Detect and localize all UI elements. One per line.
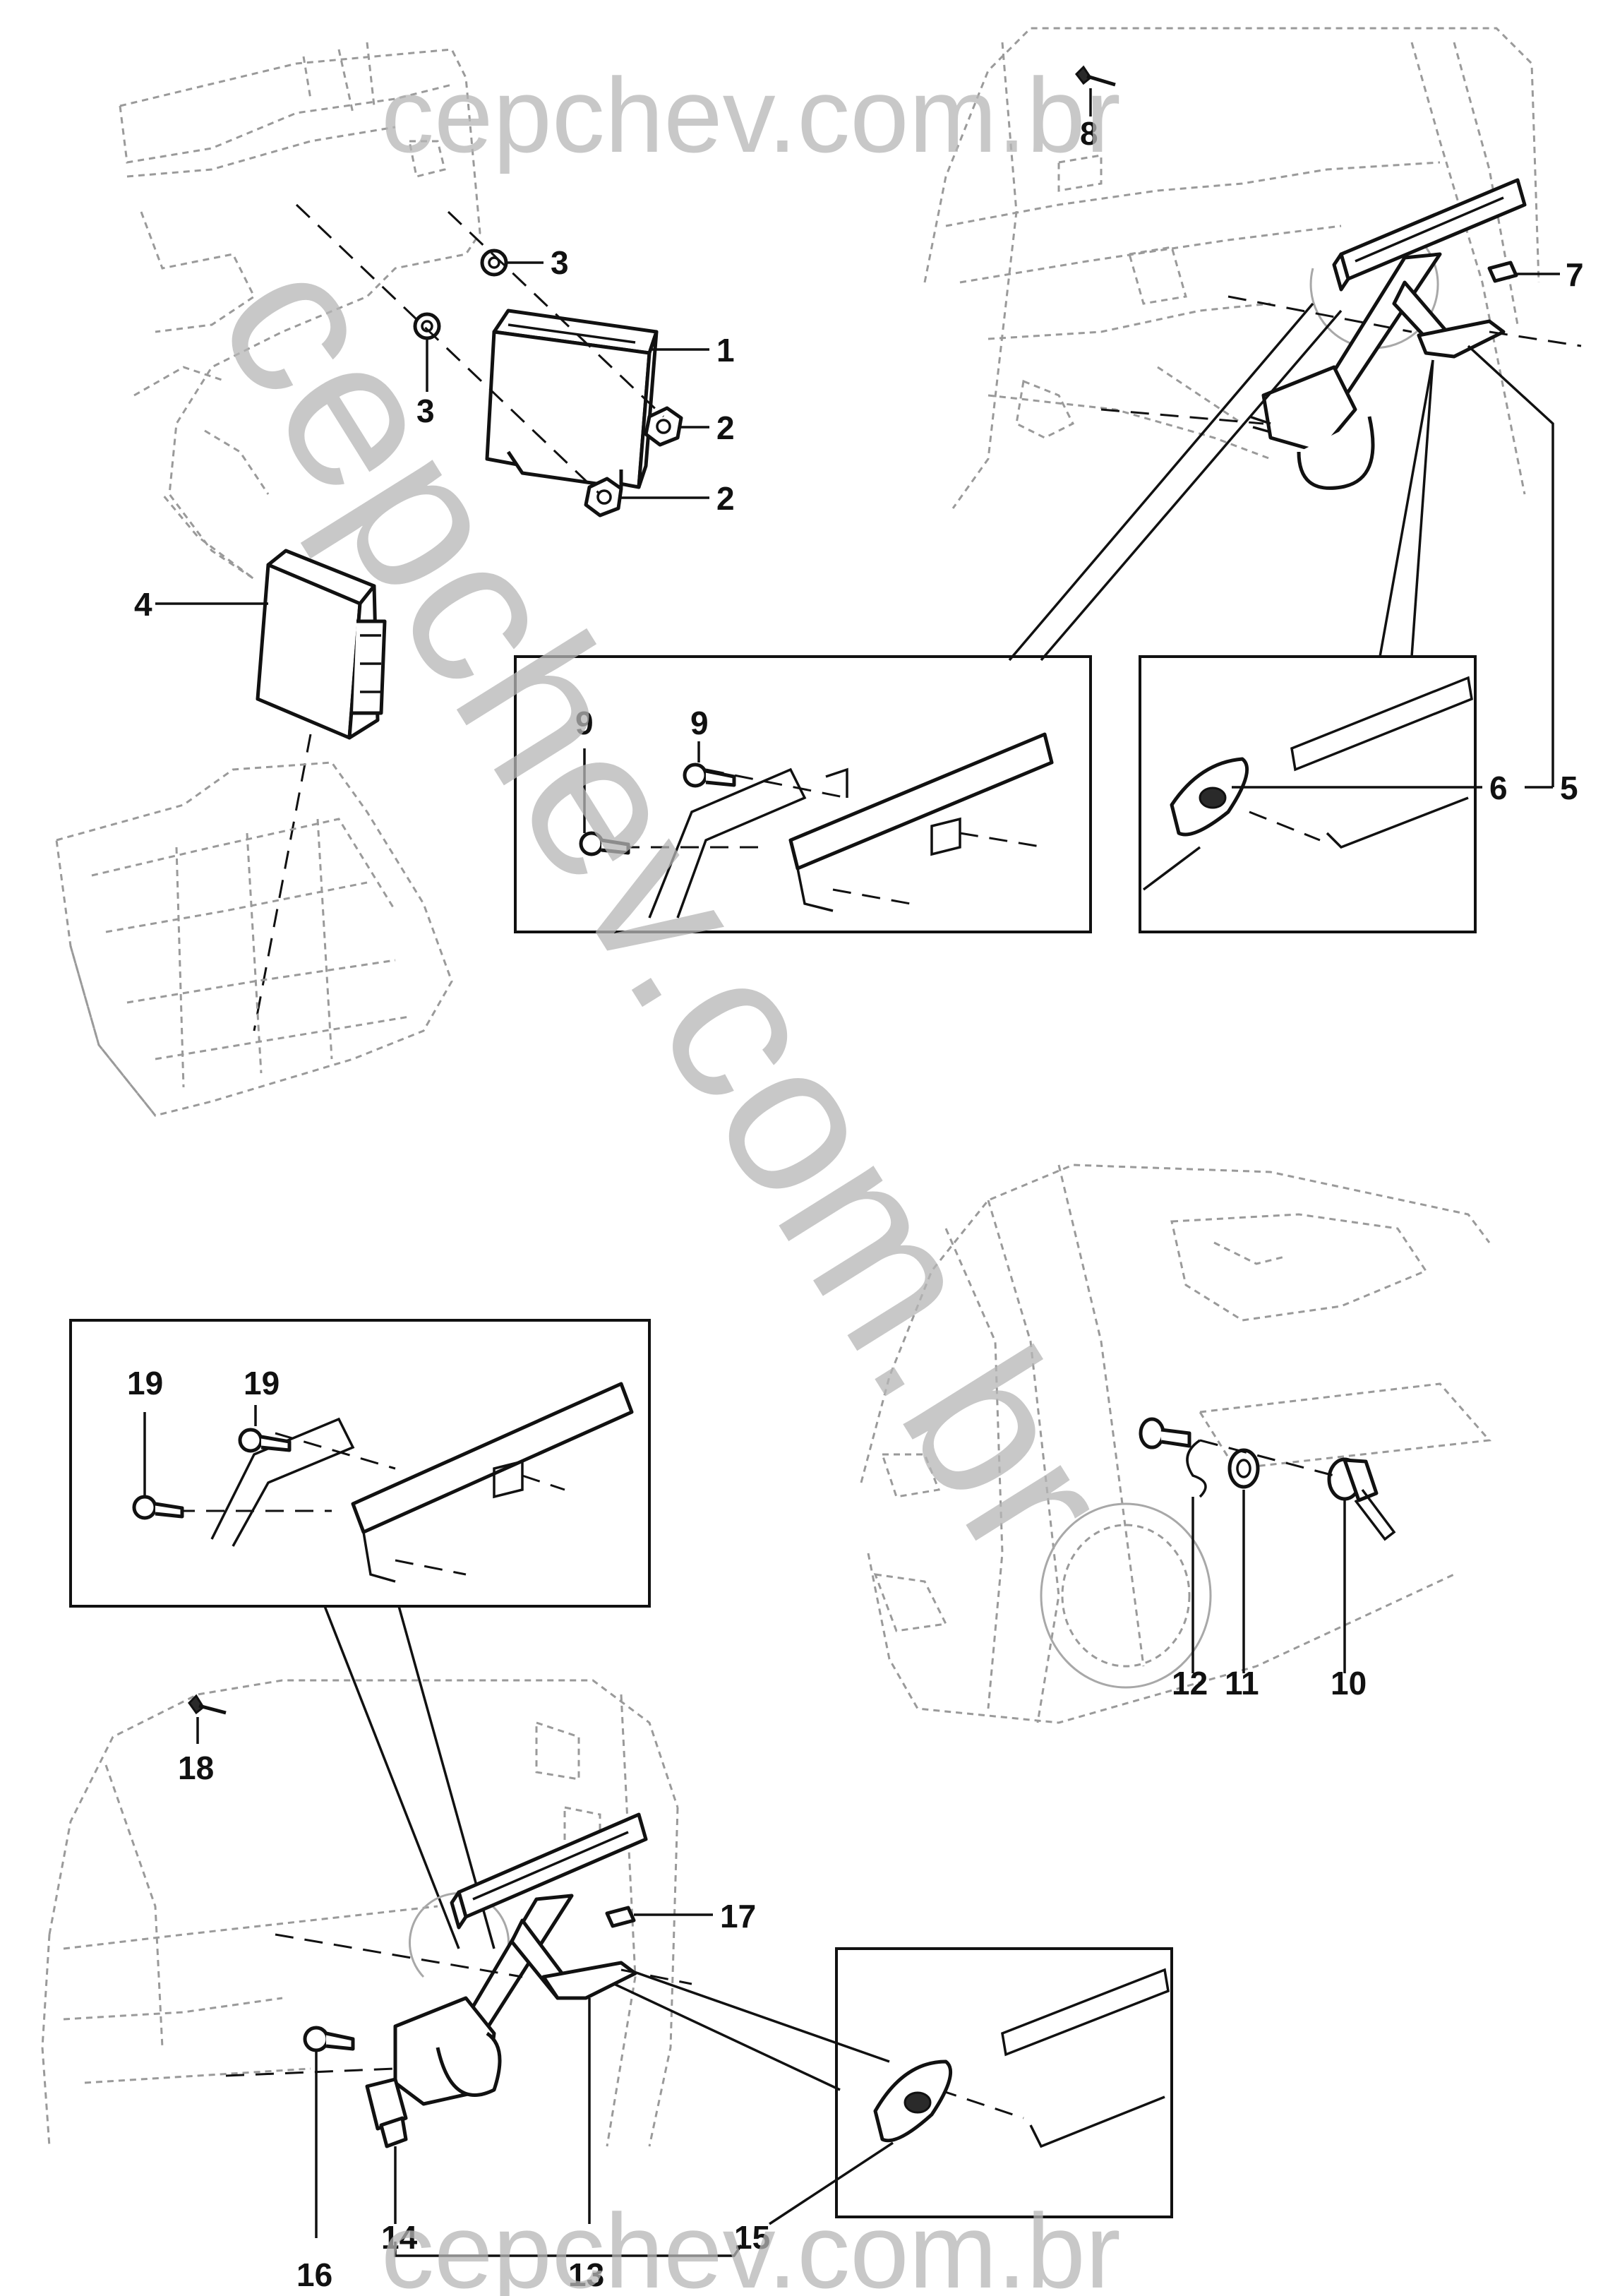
callout-6: 6 [1489,770,1508,806]
callout-14: 14 [381,2219,418,2256]
callout-19-left: 19 [127,1365,163,1401]
nut-part-2-lower [584,477,623,518]
callout-13: 13 [568,2256,604,2293]
bushing-part-15 [873,2059,953,2143]
callout-10: 10 [1331,1665,1367,1702]
leaders-top-left [155,261,709,605]
alignment-line-top-right-1 [1227,295,1412,333]
electric-window-regulator [393,1812,648,2106]
callout-12: 12 [1172,1665,1208,1702]
control-unit-part-4 [256,549,387,740]
watermark-bottom: cepchev.com.br [381,2192,1121,2296]
alignment-line-handle [1199,1439,1335,1477]
window-regulator-top [1249,178,1527,490]
callout-2-lower: 2 [716,480,735,517]
stud-part-3-lower [413,312,441,340]
callout-9-right: 9 [690,705,709,741]
leaders-bottom [196,1717,894,2257]
alignment-line-top-right-2 [1100,408,1264,425]
bushing-part-6 [1170,757,1249,837]
bolt-part-9-right [683,763,736,788]
leaders-middle-right [1191,1490,1346,1673]
callout-labels: 1 2 2 3 3 4 5 6 7 8 9 9 10 11 12 13 14 1… [127,115,1584,2293]
alignment-line-part-4 [253,734,312,1032]
clip-part-17 [605,1906,636,1928]
detail-box-fasteners-19 [69,1319,651,1949]
bolt-part-16 [303,2026,355,2052]
bolt-part-19-left [132,1495,184,1520]
door-trim-ghost-right [860,1164,1492,1724]
bolt-part-19-right [238,1428,292,1453]
screw-part-12 [1139,1417,1191,1449]
rivet-part-18 [188,1694,227,1715]
leaders-top-right [1089,88,1560,787]
detail-box-fasteners-9 [514,302,1343,933]
callout-4: 4 [134,586,152,623]
door-inner-panel-ghost-top-left [119,42,481,580]
callout-19-right: 19 [244,1365,280,1401]
alignment-line-stud-upper [447,210,665,418]
alignment-line-stud-lower [295,203,601,496]
spring-clip-part-12 [1186,1439,1207,1498]
callout-3-lower: 3 [416,393,435,429]
callout-16: 16 [296,2256,332,2293]
mounting-tray-ghost [55,761,453,1117]
speaker-grille [1040,1502,1212,1689]
rivet-part-8 [1075,65,1116,87]
callout-3-upper: 3 [551,244,569,281]
callout-5: 5 [1560,770,1578,806]
window-crank-handle-part-10 [1327,1457,1396,1541]
callout-11: 11 [1225,1665,1259,1702]
callout-18: 18 [178,1750,214,1786]
nut-part-2-upper [644,406,683,447]
callout-1: 1 [716,332,735,369]
watermark-top: cepchev.com.br [381,56,1121,174]
alignment-line-top-right-3 [1489,330,1582,347]
detail-box-bushing-15 [613,1947,1173,2218]
callout-8: 8 [1080,115,1098,152]
callout-15: 15 [734,2219,770,2256]
stud-part-3-upper [480,249,508,277]
callout-9-left: 9 [575,705,594,741]
clip-part-7 [1487,261,1518,283]
alignment-line-bottom-1 [275,1933,523,1978]
callout-2-upper: 2 [716,409,735,446]
washer-part-11 [1227,1448,1260,1489]
control-module-part-1 [485,309,659,489]
door-frame-ghost-top-right [923,27,1540,509]
callout-17: 17 [720,1898,756,1935]
callout-7: 7 [1566,256,1584,293]
motor-part-14 [365,2077,408,2148]
bolt-part-9-left [579,831,630,856]
door-inner-ghost-bottom [41,1679,679,2147]
